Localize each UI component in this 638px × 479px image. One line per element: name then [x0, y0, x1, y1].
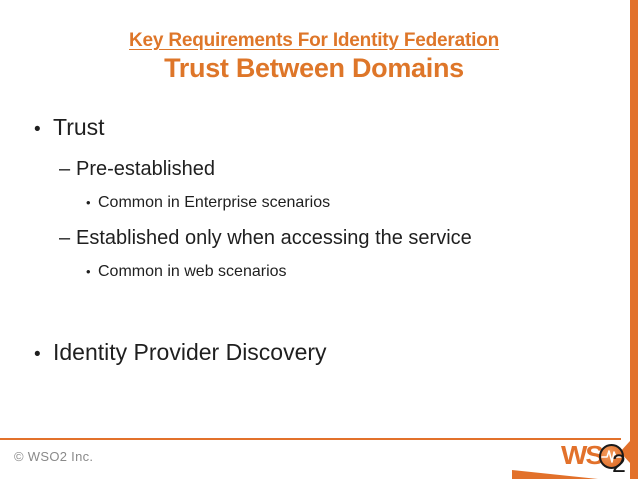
- bullet-text: Pre-established: [76, 158, 215, 180]
- page-number: 2: [612, 450, 626, 478]
- bullet-row: – Established only when accessing the se…: [0, 225, 626, 251]
- bullet-text: Established only when accessing the serv…: [76, 227, 472, 249]
- corner-swoosh-decoration: [512, 470, 598, 479]
- bullet-marker: •: [34, 344, 41, 365]
- bullet-marker: •: [86, 264, 91, 279]
- logo-letters: WS: [561, 441, 604, 470]
- bullet-row: • Trust: [0, 112, 626, 145]
- footer-divider: [0, 438, 621, 440]
- bullet-marker: –: [59, 158, 71, 180]
- bullet-marker: •: [86, 195, 91, 210]
- bullet-row: • Common in Enterprise scenarios: [0, 192, 626, 213]
- bullet-text: Common in Enterprise scenarios: [98, 194, 331, 211]
- bullet-text: Common in web scenarios: [98, 263, 287, 280]
- side-accent-strip: [630, 0, 638, 479]
- logo-circle: [599, 444, 624, 469]
- bullet-marker: –: [59, 227, 71, 249]
- bullet-text: Trust: [53, 114, 105, 140]
- bullet-list: • Trust – Pre-established • Common in En…: [0, 112, 626, 370]
- bullet-row: – Pre-established: [0, 156, 626, 182]
- slide-subtitle: Trust Between Domains: [164, 53, 464, 83]
- strip-notch-arrow-icon: [620, 441, 630, 463]
- bullet-marker: •: [34, 119, 41, 140]
- bullet-row: • Identity Provider Discovery: [0, 337, 626, 370]
- title-block: Key Requirements For Identity Federation…: [0, 30, 628, 84]
- slide-title: Key Requirements For Identity Federation: [129, 30, 499, 51]
- bullet-row: • Common in web scenarios: [0, 261, 626, 282]
- heartbeat-pulse-icon: [601, 450, 622, 463]
- bullet-text: Identity Provider Discovery: [53, 339, 327, 365]
- wso2-logo: WS 2: [561, 440, 633, 479]
- footer-copyright: © WSO2 Inc.: [14, 449, 94, 464]
